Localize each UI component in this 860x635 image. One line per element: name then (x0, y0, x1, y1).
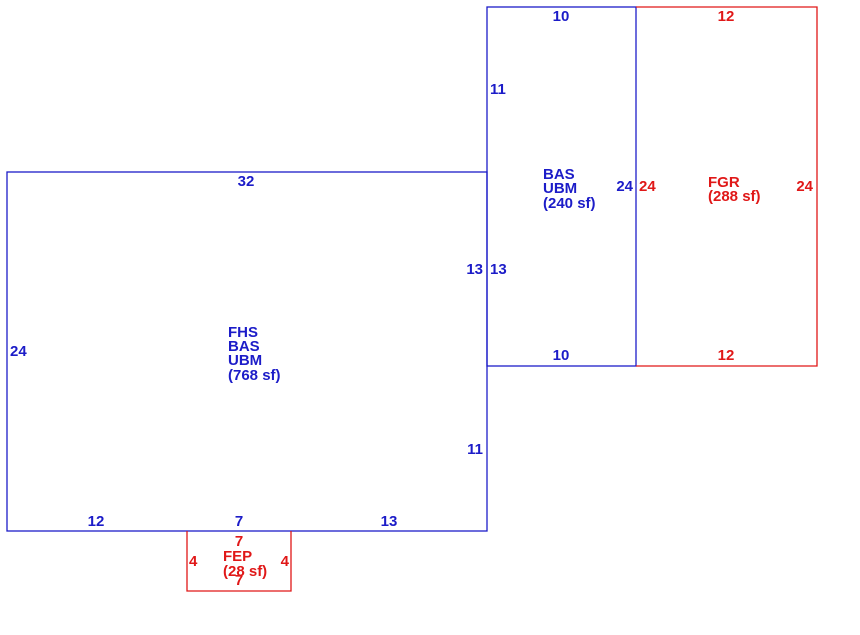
garage-area-text: (288 sf) (708, 188, 761, 205)
addition-dim-left-upper: 11 (490, 81, 506, 98)
porch-dim-top: 7 (235, 533, 243, 550)
area-porch: FEP (28 sf) 7 7 4 4 (186, 531, 292, 592)
addition-area-text: (240 sf) (543, 195, 596, 212)
porch-code: FEP (223, 548, 252, 565)
main-dim-top: 32 (238, 173, 255, 190)
garage-dim-right: 24 (796, 178, 813, 195)
main-code-2: BAS (228, 338, 260, 355)
main-dim-bottom-mid: 7 (235, 513, 243, 530)
garage-code: FGR (708, 174, 740, 191)
porch-outline (186, 531, 292, 592)
main-dim-left: 24 (10, 343, 27, 360)
porch-dim-right: 4 (281, 553, 290, 570)
addition-code-1: BAS (543, 166, 575, 183)
addition-dim-top: 10 (553, 8, 570, 25)
area-main: FHS BAS UBM (768 sf) 32 24 13 11 12 7 13 (6, 171, 488, 532)
area-addition: BAS UBM (240 sf) 10 10 11 13 24 (486, 6, 637, 367)
addition-dim-bottom: 10 (553, 347, 570, 364)
main-dim-bottom-left: 12 (88, 513, 105, 530)
addition-code-2: UBM (543, 180, 577, 197)
addition-dim-right: 24 (616, 178, 633, 195)
main-dim-bottom-right: 13 (381, 513, 398, 530)
garage-dim-top: 12 (718, 8, 735, 25)
addition-dim-left-lower: 13 (490, 261, 507, 278)
main-code-3: UBM (228, 352, 262, 369)
main-area-text: (768 sf) (228, 367, 281, 384)
main-dim-right-upper: 13 (466, 261, 483, 278)
main-code-1: FHS (228, 324, 258, 341)
addition-outline (486, 6, 637, 367)
area-garage: FGR (288 sf) 12 12 24 24 (636, 6, 818, 367)
garage-dim-left: 24 (639, 178, 656, 195)
garage-dim-bottom: 12 (718, 347, 735, 364)
porch-dim-bottom: 7 (235, 572, 243, 589)
porch-area-text: (28 sf) (223, 563, 267, 580)
garage-outline (636, 6, 818, 367)
porch-dim-left: 4 (189, 553, 198, 570)
main-dim-right-lower: 11 (467, 441, 483, 458)
